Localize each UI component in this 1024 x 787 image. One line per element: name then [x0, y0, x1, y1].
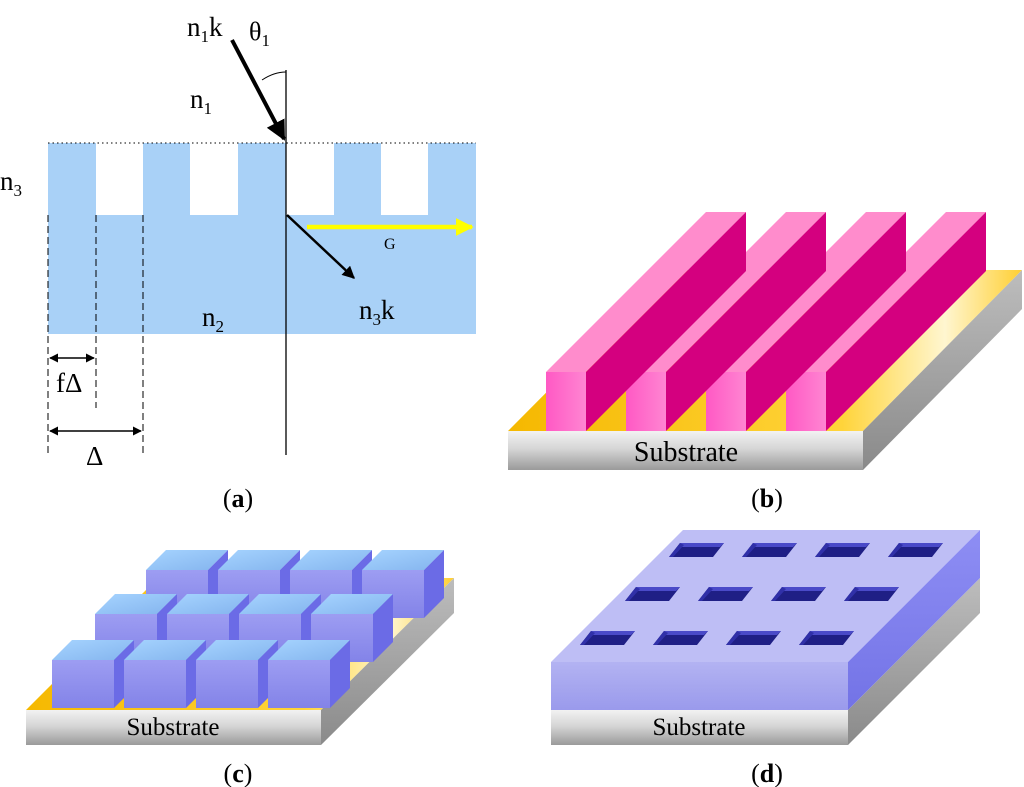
substrate-front-face	[508, 431, 863, 470]
slab-side-face	[848, 530, 980, 710]
theta-angle-arc	[261, 71, 287, 81]
pillar-blocks	[52, 550, 444, 708]
hole-wall	[782, 587, 826, 591]
hole-opening	[625, 587, 680, 601]
hole-opening	[742, 543, 797, 557]
transmitted-wave-arrow	[286, 214, 355, 279]
hole-wall	[815, 543, 830, 557]
hole-opening	[698, 587, 753, 601]
hole-wall	[726, 631, 741, 645]
substrate-label-d: Substrate	[652, 714, 745, 741]
panel-a-grating-diagram: n1k θ1 n1 n3 n2 n3k G fΔ Δ (a)	[0, 12, 476, 513]
hole-wall	[709, 587, 753, 591]
block-top-face	[290, 550, 372, 570]
hole-wall	[580, 631, 595, 645]
hole-opening	[771, 587, 826, 601]
panel-d-2d-hole-array: Substrate (d)	[551, 530, 980, 787]
fill-factor-label: fΔ	[56, 368, 82, 398]
hole-opening	[580, 631, 635, 645]
hole-wall	[669, 543, 684, 557]
hole-opening	[669, 543, 724, 557]
hole-opening	[799, 631, 854, 645]
hole-opening	[888, 543, 943, 557]
block-top-face	[239, 594, 321, 614]
hole-wall	[664, 631, 708, 635]
block-top-face	[268, 640, 350, 660]
hole-wall	[844, 587, 859, 601]
hole-wall	[698, 587, 713, 601]
panel-c-2d-pillar-array: Substrate (c)	[26, 550, 454, 787]
substrate-label-b: Substrate	[634, 437, 738, 468]
block-top-face	[52, 640, 134, 660]
hole-wall	[591, 631, 635, 635]
block-front-face	[52, 660, 114, 708]
block-top-face	[167, 594, 249, 614]
hole-wall	[737, 631, 781, 635]
incident-wavevector-label: n1k	[187, 12, 223, 46]
transmitted-wavevector-label: n3k	[359, 295, 395, 329]
hole-wall	[742, 543, 757, 557]
block-top-face	[218, 550, 300, 570]
block-top-face	[124, 640, 206, 660]
substrate-side-face	[321, 578, 454, 745]
block-front-face	[196, 660, 258, 708]
block-top-face	[196, 640, 278, 660]
hole-wall	[899, 543, 943, 547]
panel-b-1d-grating: Substrate (b)	[508, 212, 1022, 513]
substrate-label-c: Substrate	[126, 714, 219, 741]
block-front-face	[268, 660, 330, 708]
theta-label: θ1	[249, 17, 270, 50]
block-side-face	[424, 550, 444, 618]
block-side-face	[373, 594, 393, 662]
grating-vector-label: G	[384, 236, 396, 253]
slab-top-face	[551, 530, 980, 662]
hole-wall	[799, 631, 814, 645]
hole-wall	[653, 631, 668, 645]
hole-opening	[726, 631, 781, 645]
block-top-face	[311, 594, 393, 614]
block-side-face	[330, 640, 350, 708]
substrate-front-face	[551, 710, 848, 745]
hole-wall	[855, 587, 899, 591]
block-top-face	[362, 550, 444, 570]
hole-openings	[580, 543, 943, 645]
medium-n3-label: n3	[0, 166, 22, 200]
pillar-block	[196, 640, 278, 708]
pillar-block	[52, 640, 134, 708]
hole-wall	[625, 587, 640, 601]
block-top-face	[95, 594, 177, 614]
substrate-front-face	[26, 710, 321, 745]
medium-n1-label: n1	[190, 84, 212, 118]
hole-opening	[844, 587, 899, 601]
incident-wave-arrow	[230, 39, 286, 141]
hole-wall	[826, 543, 870, 547]
pillar-block	[268, 640, 350, 708]
hole-wall	[680, 543, 724, 547]
period-label: Δ	[86, 441, 103, 471]
hole-wall	[753, 543, 797, 547]
hole-wall	[636, 587, 680, 591]
medium-n2-label: n2	[202, 302, 224, 336]
pillar-block	[124, 640, 206, 708]
ridge-1	[546, 212, 746, 431]
block-top-face	[146, 550, 228, 570]
panel-c-caption: (c)	[224, 759, 253, 787]
hole-wall	[888, 543, 903, 557]
substrate-side-face	[848, 578, 980, 745]
hole-opening	[815, 543, 870, 557]
panel-a-caption: (a)	[223, 484, 253, 513]
panel-d-caption: (d)	[751, 759, 783, 787]
grating-profile	[48, 143, 476, 334]
block-front-face	[124, 660, 186, 708]
panel-b-caption: (b)	[751, 484, 783, 513]
hole-opening	[653, 631, 708, 645]
pillar-block	[311, 594, 393, 662]
hole-wall	[810, 631, 854, 635]
substrate-side-face	[863, 270, 1022, 470]
hole-wall	[771, 587, 786, 601]
